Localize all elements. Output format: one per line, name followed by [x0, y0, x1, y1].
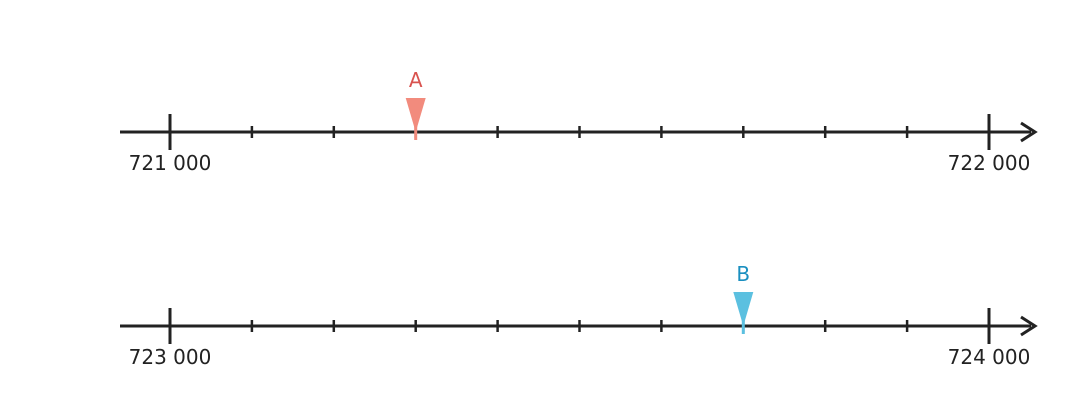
- marker-label: B: [736, 262, 750, 286]
- tick-label-end: 724 000: [948, 345, 1031, 369]
- marker-pointer-icon: [405, 98, 426, 132]
- tick-label-start: 721 000: [129, 151, 212, 175]
- marker-label: A: [409, 68, 423, 92]
- arrow-head-icon: [1020, 315, 1038, 337]
- tick-label-start: 723 000: [129, 345, 212, 369]
- arrow-head-icon: [1020, 121, 1038, 143]
- marker-pointer-icon: [733, 292, 754, 326]
- tick-label-end: 722 000: [948, 151, 1031, 175]
